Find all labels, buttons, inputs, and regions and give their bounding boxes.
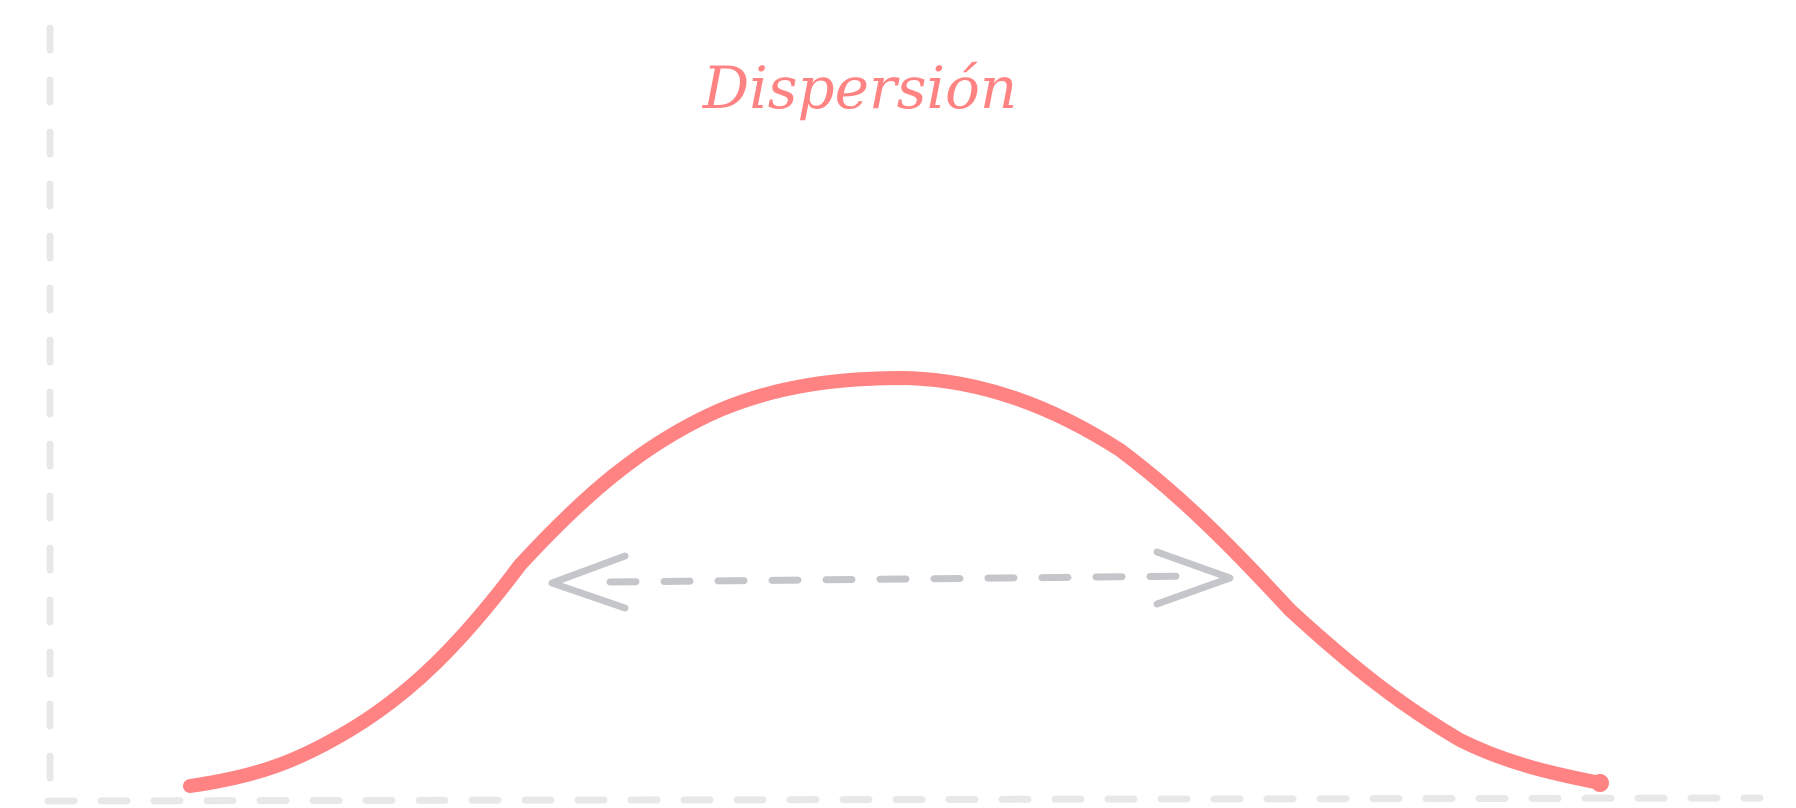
diagram-title: Dispersión: [702, 54, 1018, 122]
spread-arrow-shaft: [606, 572, 1204, 586]
spread-arrow-right-head: [1153, 548, 1234, 608]
curve-end-dot: [1591, 774, 1609, 792]
spread-arrow: [548, 548, 1234, 612]
spread-arrow-left-head: [548, 552, 629, 612]
x-axis: [44, 794, 1764, 805]
bell-curve: [183, 371, 1607, 793]
